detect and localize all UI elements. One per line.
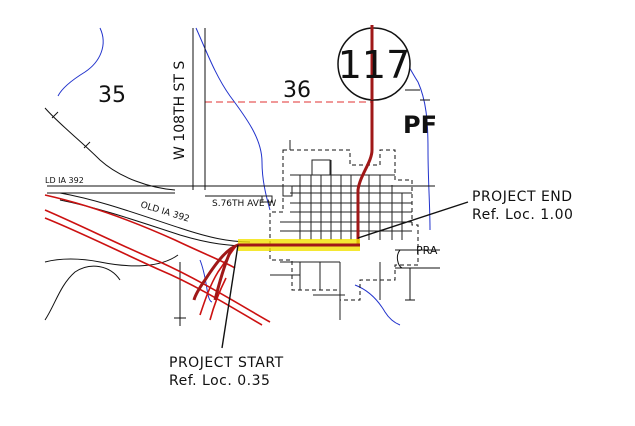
project-start-title: PROJECT START [169, 355, 284, 371]
town-label-partial: PF [403, 111, 437, 139]
street-grid [261, 140, 412, 320]
street-label-s76th: S.76TH AVE W [212, 199, 276, 209]
project-start-callout: PROJECT START Ref. Loc. 0.35 [169, 355, 284, 389]
section-number-right: 36 [283, 78, 311, 103]
route-117-shield: 117 [337, 25, 411, 101]
street-label-w108th: W 108TH ST S [172, 61, 188, 160]
section-number-left: 35 [98, 83, 126, 108]
stream-southwest [199, 259, 213, 303]
route-117 [192, 25, 374, 301]
route-number: 117 [338, 43, 411, 87]
project-start-ref: Ref. Loc. 0.35 [169, 373, 270, 389]
project-end-ref: Ref. Loc. 1.00 [472, 207, 573, 223]
town-label-right-partial: PRA [416, 244, 438, 257]
town-boundary [269, 149, 419, 301]
stream-northwest [57, 27, 104, 97]
stream-south [354, 284, 401, 326]
project-end-leader [357, 201, 469, 239]
street-label-old-ia-392-left: LD IA 392 [45, 176, 84, 185]
project-start-leader [221, 244, 239, 349]
stream-central [195, 27, 271, 211]
street-label-old-ia-392-mid: OLD IA 392 [139, 200, 190, 224]
project-end-callout: PROJECT END Ref. Loc. 1.00 [472, 189, 573, 223]
highway [44, 194, 271, 326]
project-end-title: PROJECT END [472, 189, 573, 205]
